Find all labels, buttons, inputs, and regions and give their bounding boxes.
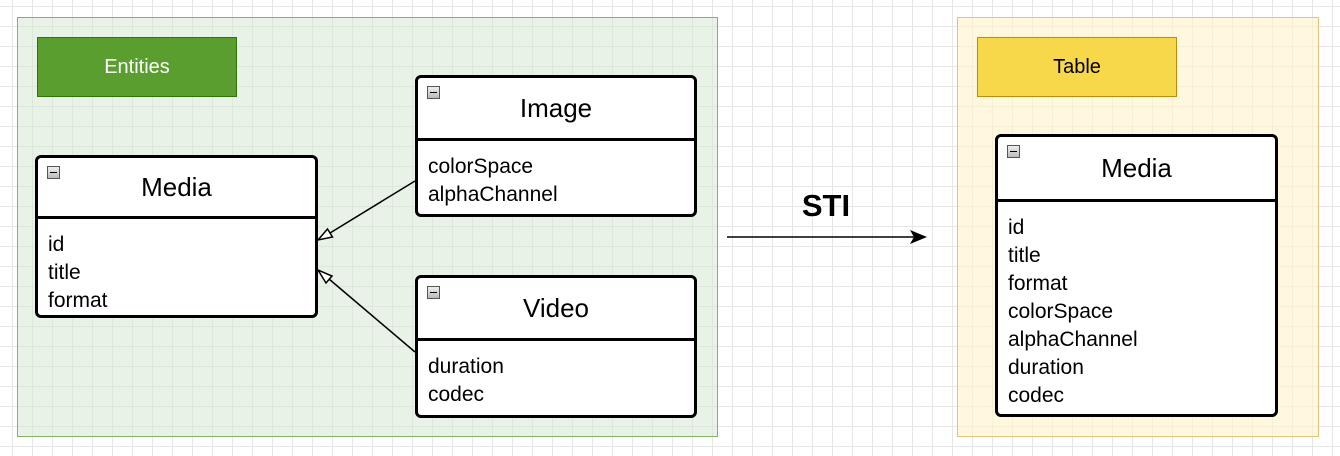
entity-image-title: Image — [519, 92, 593, 123]
entity-media-title: Media — [141, 171, 212, 202]
collapse-icon[interactable] — [427, 286, 440, 299]
collapse-icon[interactable] — [1007, 145, 1020, 158]
table-media-header: Media — [998, 137, 1275, 202]
field-colorspace: colorSpace — [428, 155, 534, 178]
table-media-title: Media — [1101, 152, 1172, 183]
table-media-fields: id title format colorSpace alphaChannel … — [998, 202, 1275, 410]
field-alphachannel: alphaChannel — [428, 183, 558, 206]
field-id: id — [48, 233, 65, 256]
column-title: title — [1008, 244, 1041, 267]
column-alphachannel: alphaChannel — [1008, 328, 1138, 351]
column-id: id — [1008, 216, 1025, 239]
sti-label: STI — [801, 188, 851, 223]
field-duration: duration — [428, 355, 504, 378]
column-colorspace: colorSpace — [1008, 300, 1114, 323]
entity-media-fields: id title format — [38, 219, 315, 315]
entity-video-header: Video — [418, 278, 694, 341]
entity-image-header: Image — [418, 78, 694, 141]
column-format: format — [1008, 272, 1068, 295]
entity-video-title: Video — [522, 292, 590, 323]
field-codec: codec — [428, 383, 485, 406]
entity-image-fields: colorSpace alphaChannel — [418, 141, 694, 209]
entity-video[interactable]: Video duration codec — [415, 275, 697, 418]
table-label[interactable]: Table — [977, 37, 1177, 97]
collapse-icon[interactable] — [427, 86, 440, 99]
entity-media-header: Media — [38, 158, 315, 219]
entity-video-fields: duration codec — [418, 341, 694, 409]
column-codec: codec — [1008, 384, 1065, 407]
column-duration: duration — [1008, 356, 1084, 379]
field-title: title — [48, 261, 81, 284]
sti-arrowhead — [910, 230, 927, 244]
table-media[interactable]: Media id title format colorSpace alphaCh… — [995, 134, 1278, 417]
field-format: format — [48, 289, 108, 312]
entities-label[interactable]: Entities — [37, 37, 237, 97]
collapse-icon[interactable] — [47, 166, 60, 179]
entity-image[interactable]: Image colorSpace alphaChannel — [415, 75, 697, 217]
entity-media[interactable]: Media id title format — [35, 155, 318, 318]
